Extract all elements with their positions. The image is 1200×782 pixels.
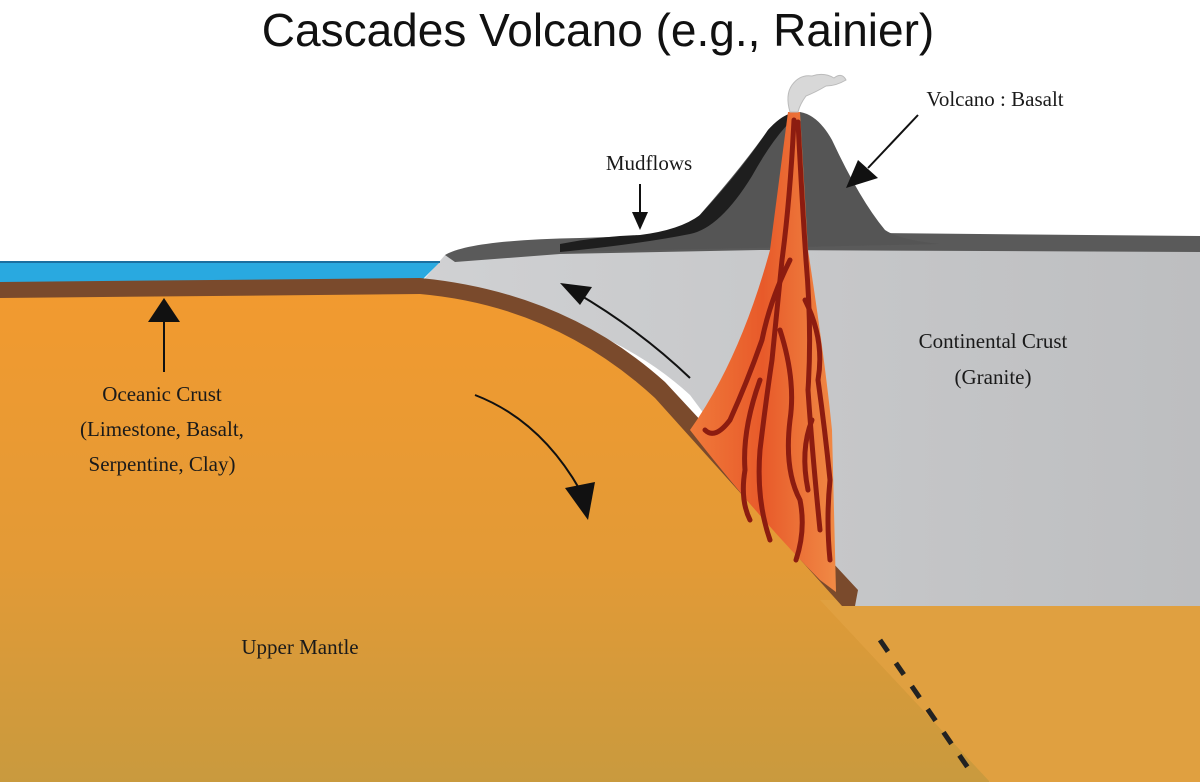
- oceanic-crust-label-line2: (Limestone, Basalt,: [80, 417, 244, 441]
- mudflows-label: Mudflows: [606, 151, 692, 175]
- continental-crust-label-line2: (Granite): [955, 365, 1032, 389]
- volcano-cone: [560, 112, 940, 252]
- mantle-flow-arrow: [474, 394, 581, 491]
- upper-mantle-region: [0, 284, 990, 782]
- mantle-under-continent: [820, 600, 1200, 782]
- continental-flow-arrow: [574, 291, 691, 379]
- volcano-label: Volcano : Basalt: [926, 87, 1063, 111]
- oceanic-crust-arrowhead: [148, 298, 180, 322]
- continental-flow-arrowhead: [560, 283, 592, 305]
- volcano-arrowhead: [846, 160, 878, 188]
- diagram-title: Cascades Volcano (e.g., Rainier): [262, 4, 934, 56]
- mudflow-deposits: [560, 112, 796, 252]
- oceanic-crust-label-line1: Oceanic Crust: [102, 382, 222, 406]
- volcano-arrow: [867, 114, 919, 169]
- oceanic-crust-label-line3: Serpentine, Clay): [89, 452, 236, 476]
- eruption-plume: [787, 73, 847, 113]
- magma-veins: [702, 117, 833, 563]
- continental-crust-label-line1: Continental Crust: [919, 329, 1068, 353]
- mudflows-arrowhead: [632, 212, 648, 230]
- ocean-water: [0, 262, 440, 284]
- mantle-flow-arrowhead: [565, 482, 595, 520]
- magma-plume: [690, 112, 836, 592]
- upper-mantle-label: Upper Mantle: [241, 635, 358, 659]
